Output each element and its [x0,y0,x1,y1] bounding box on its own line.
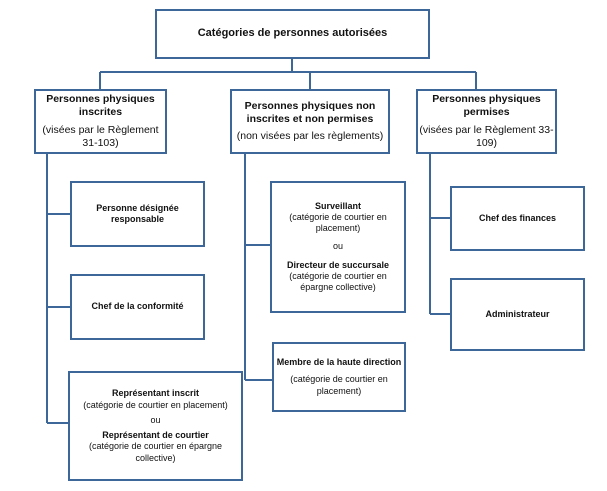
representative-note: (catégorie de courtier en placement) [83,399,228,410]
branch-manager-title: Directeur de succursale [286,259,390,270]
category-subtitle: (visées par le Règlement 33-109) [419,123,554,149]
dealer-representative-title: Représentant de courtier [102,430,209,440]
category-title: Personnes physiques permises [432,93,541,119]
root-title: Catégories de personnes autorisées [197,27,388,40]
senior-management-box: Membre de la haute direction (catégorie … [272,342,406,412]
branch-manager-note: (catégorie de courtier en épargne collec… [289,270,387,293]
supervisor-box: Surveillant (catégorie de courtier en pl… [270,181,406,313]
compliance-chief-box: Chef de la conformité [70,274,205,340]
or-separator: ou [332,241,343,252]
category-title: Personnes physiques inscrites [46,93,155,119]
category-unregistered-box: Personnes physiques non inscrites et non… [230,89,390,154]
supervisor-title: Surveillant [314,200,361,211]
category-title: Personnes physiques non inscrites et non… [244,99,376,125]
finance-chief-box: Chef des finances [450,186,585,251]
representative-box: Représentant inscrit (catégorie de court… [68,371,243,481]
finance-chief-label: Chef des finances [478,212,557,223]
senior-management-title: Membre de la haute direction [276,357,402,368]
category-subtitle: (visées par le Règlement 31-103) [42,123,159,149]
category-subtitle: (non visées par les règlements) [236,130,384,143]
administrator-box: Administrateur [450,278,585,351]
administrator-label: Administrateur [485,308,550,319]
category-permitted-box: Personnes physiques permises (visées par… [416,89,557,154]
designated-person-label: Personne désignée responsable [96,202,179,224]
supervisor-note: (catégorie de courtier en placement) [289,211,387,234]
designated-person-box: Personne désignée responsable [70,181,205,247]
representative-title: Représentant inscrit [111,388,200,399]
senior-management-note: (catégorie de courtier en placement) [290,374,388,396]
compliance-chief-label: Chef de la conformité [91,301,184,312]
root-box: Catégories de personnes autorisées [155,9,430,59]
dealer-representative-note: (catégorie de courtier en épargne collec… [88,441,223,463]
or-separator: ou [150,414,161,425]
category-registered-box: Personnes physiques inscrites (visées pa… [34,89,167,154]
